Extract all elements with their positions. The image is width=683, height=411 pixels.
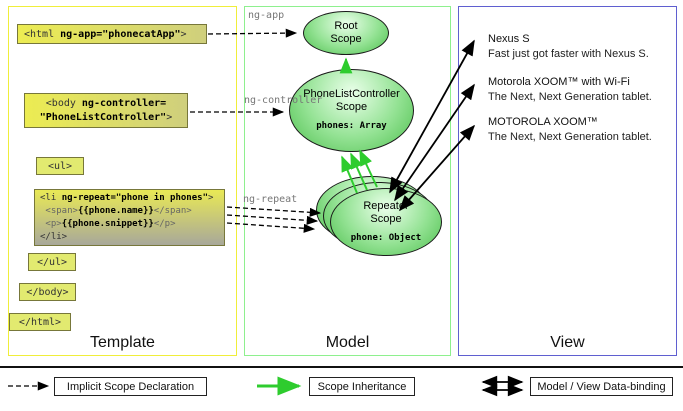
repeater-scope-ellipse-front: Repeater Scope phone: Object [330,188,442,256]
code-line: <body ng-controller= [45,97,167,109]
view-panel-label: View [550,334,585,351]
view-item-subtitle: The Next, Next Generation tablet. [488,131,652,143]
view-item-title: Motorola XOOM™ with Wi-Fi [488,76,630,88]
code-line: <ul> [47,160,73,172]
root-scope-title: Scope [330,33,362,45]
model-panel-label: Model [325,334,370,351]
repeater-scope-property: phone: Object [350,232,422,243]
legend-implicit-scope-label: Implicit Scope Declaration [66,380,195,393]
body-close-tag-box: </body> [19,283,76,301]
body-open-tag-box: <body ng-controller= "PhoneListControlle… [24,93,188,128]
view-item-subtitle: The Next, Next Generation tablet. [488,91,652,103]
controller-scope-title: PhoneListController [303,88,400,100]
legend-scope-inheritance-box: Scope Inheritance [309,377,415,396]
code-line: </body> [26,286,69,298]
legend-scope-inheritance-label: Scope Inheritance [317,380,407,393]
code-line: <html ng-app="phonecatApp"> [24,28,187,40]
code-line: "PhoneListController"> [39,111,173,123]
root-scope-ellipse: Root Scope [303,11,389,55]
template-panel: Template [8,6,237,356]
li-repeat-block-box: <li ng-repeat="phone in phones"> <span>{… [34,189,225,246]
ul-close-tag-box: </ul> [28,253,76,271]
ng-app-arrow-label: ng-app [248,10,285,21]
legend-data-binding-label: Model / View Data-binding [537,380,666,393]
template-panel-label: Template [90,334,155,351]
code-line: </ul> [36,256,68,268]
view-item: Motorola XOOM™ with Wi-Fi The Next, Next… [488,76,652,103]
code-line: </li> [40,231,68,242]
view-item-title: Nexus S [488,33,530,45]
repeater-scope-title: Scope [370,212,402,225]
view-item: MOTOROLA XOOM™ The Next, Next Generation… [488,116,652,143]
code-line: <p>{{phone.snippet}}</p> [45,218,176,229]
legend-implicit-scope-box: Implicit Scope Declaration [54,377,207,396]
html-open-tag-box: <html ng-app="phonecatApp"> [17,24,207,44]
legend-data-binding-box: Model / View Data-binding [530,377,673,396]
view-item-title: MOTOROLA XOOM™ [488,116,598,128]
view-item: Nexus S Fast just got faster with Nexus … [488,33,649,60]
controller-scope-property: phones: Array [316,121,387,131]
html-close-tag-box: </html> [9,313,71,331]
repeater-scope-title: Repeater [363,199,409,212]
root-scope-title: Root [334,20,358,32]
controller-scope-title: Scope [335,101,368,113]
view-panel: View [458,6,677,356]
ng-repeat-arrow-label: ng-repeat [243,194,298,205]
code-line: <span>{{phone.name}}</span> [45,205,192,216]
view-item-subtitle: Fast just got faster with Nexus S. [488,48,649,60]
ng-controller-arrow-label: ng-controller [244,95,323,106]
controller-scope-ellipse: PhoneListController Scope phones: Array [289,69,414,152]
code-line: <li ng-repeat="phone in phones"> [40,192,214,203]
legend-separator-line [0,366,683,368]
code-line: </html> [18,316,62,328]
ul-open-tag-box: <ul> [36,157,84,175]
